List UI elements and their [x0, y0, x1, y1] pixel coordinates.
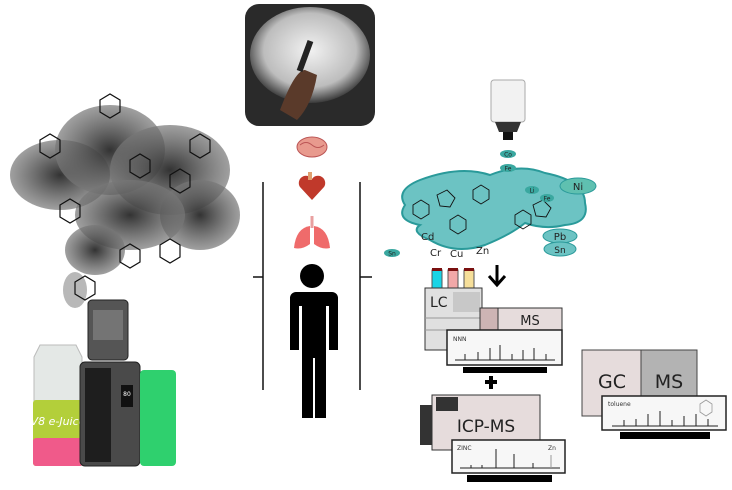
icp-ms-label: ICP-MS: [457, 417, 515, 437]
smoke-cloud: [10, 93, 240, 308]
plus-icon: [485, 376, 497, 389]
icp-ms-instrument: ICP-MS ZINC Zn: [420, 394, 566, 482]
person-icon: [290, 264, 338, 418]
brain-icon: [296, 136, 328, 158]
gc-ms-instrument: GC MS toluene: [581, 349, 727, 439]
metal-ni: Ni: [573, 182, 583, 193]
lc-spectrum-label: NNN: [453, 336, 466, 343]
body-bracket: [253, 182, 372, 390]
metal-cu: Cu: [450, 249, 463, 260]
metal-zn: Zn: [476, 246, 489, 257]
heart-icon: [298, 172, 326, 200]
metal-sn: Sn: [554, 246, 565, 256]
molecule-structures: [39, 93, 211, 301]
metal-sn-2: Sn: [388, 251, 396, 258]
metal-cr: Cr: [430, 248, 442, 259]
eliquid-puddle: [401, 167, 587, 250]
icp-spectrum-label: ZINC: [457, 445, 472, 452]
arrow-down-icon: [487, 265, 507, 288]
device-display: 80: [123, 391, 131, 398]
vape-mod: 80: [79, 299, 141, 467]
gc-label: GC: [598, 371, 626, 393]
metal-co: Co: [504, 152, 512, 159]
lc-label: LC: [430, 295, 448, 311]
battery: [140, 370, 176, 466]
metal-fe-2: Fe: [544, 196, 551, 203]
eliquid-brand: V8 e-Juice: [31, 415, 86, 428]
icp-spectrum-element: Zn: [548, 445, 556, 452]
lc-ms-instrument: LC MS NNN: [424, 268, 563, 373]
eliquid-bottle: V8 e-Juice: [31, 344, 86, 466]
metal-labels: Co Fe Ni Li Fe Cd Cr Cu Zn Pb Sn Sn: [384, 150, 597, 260]
metal-cd: Cd: [421, 232, 434, 243]
lc-ms-label: MS: [520, 314, 539, 329]
metal-fe: Fe: [505, 166, 512, 173]
gc-spectrum-label: toluene: [608, 401, 631, 408]
dropper-icon: [490, 79, 526, 140]
metal-pb: Pb: [554, 232, 566, 243]
lungs-icon: [294, 216, 330, 249]
metal-li: Li: [529, 188, 534, 195]
gc-ms-label: MS: [655, 371, 683, 393]
vaping-photo: [245, 4, 375, 126]
